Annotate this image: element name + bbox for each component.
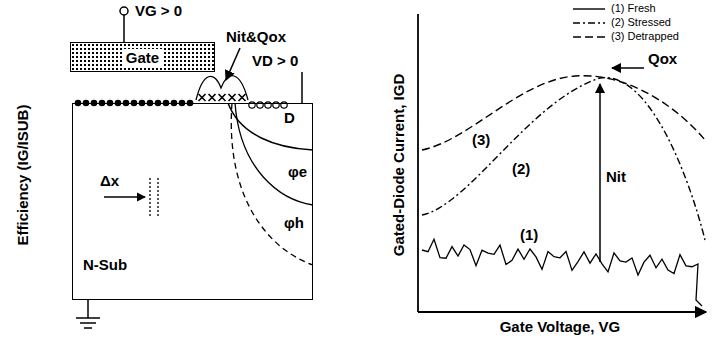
drain-region: D (272, 106, 308, 130)
stroke (87, 300, 89, 318)
label: Gate Voltage, VG (500, 318, 621, 335)
nit-arrow (599, 84, 601, 262)
substrate-region: N-Sub D (72, 103, 313, 300)
stroke (199, 94, 206, 101)
stroke (209, 94, 216, 101)
stroke (418, 311, 706, 313)
legend-line (573, 22, 605, 23)
label: Nit&Qox (226, 28, 286, 45)
stroke (219, 94, 226, 101)
qox-arrow (612, 67, 644, 69)
legend-entry: (2) Stressed (572, 16, 671, 29)
stroke (219, 94, 226, 101)
interface-traps (199, 94, 246, 101)
stroke (123, 15, 125, 42)
stroke (157, 178, 158, 216)
stroke (229, 94, 236, 101)
ground-symbol (76, 300, 100, 328)
label: VG > 0 (135, 2, 182, 19)
stroke (76, 317, 100, 319)
label: φe (288, 163, 307, 180)
legend-text: (2) Stressed (611, 16, 671, 29)
legend-sample (572, 32, 606, 42)
stroke (149, 178, 150, 216)
stroke (120, 7, 128, 15)
stroke (80, 322, 96, 324)
legend-entry: (3) Detrapped (572, 30, 679, 43)
legend-line (573, 36, 605, 37)
stroke (199, 94, 206, 101)
legend-text: (1) Fresh (611, 2, 656, 15)
label: (1) (520, 226, 538, 243)
label: Qox (648, 50, 677, 67)
label: Nit (606, 168, 626, 185)
node-label: N-Sub (83, 256, 127, 273)
stroke (209, 94, 216, 101)
stroke (104, 196, 145, 197)
label: (3) (472, 131, 490, 148)
node-label: D (284, 109, 295, 126)
legend-line (573, 8, 605, 9)
stroke (239, 94, 246, 101)
drain-terminal (301, 72, 303, 103)
stroke (84, 327, 92, 329)
plot-axes (418, 14, 706, 312)
gate-terminal (120, 7, 128, 42)
stroke (301, 72, 303, 103)
legend-entry: (1) Fresh (572, 2, 656, 15)
electron-potential (235, 103, 313, 205)
charge-distribution (196, 76, 248, 100)
hole-potential (231, 103, 313, 265)
label: φh (284, 214, 304, 231)
stroke (239, 94, 246, 101)
axis-label: Efficiency (IG/ISUB) (14, 105, 31, 246)
stroke (417, 14, 419, 312)
fresh-curve (422, 239, 702, 306)
stroke (229, 94, 236, 101)
label: (2) (512, 160, 530, 177)
axis-label: Gated-Diode Current, IGD (390, 74, 407, 257)
legend-sample (572, 18, 606, 28)
legend-sample (572, 4, 606, 14)
junction-line (228, 103, 313, 150)
legend-text: (3) Detrapped (611, 30, 679, 43)
label: VD > 0 (252, 52, 298, 69)
node-label: Gate (122, 49, 163, 66)
label: Δx (100, 172, 119, 189)
detrapped-curve (422, 76, 705, 150)
gate-box: Gate (70, 42, 215, 72)
